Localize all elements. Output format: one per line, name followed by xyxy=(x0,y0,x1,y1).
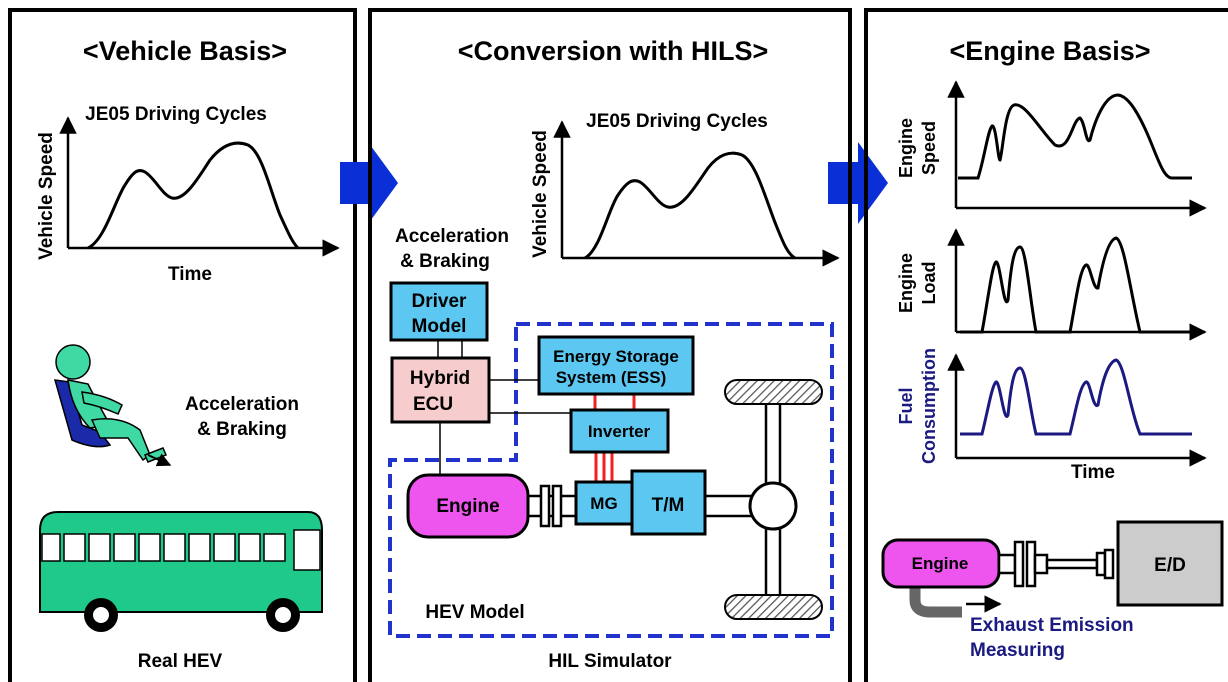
signal-wires xyxy=(437,340,571,475)
driver-label-line1: Acceleration xyxy=(185,394,299,415)
engine-label: Engine xyxy=(436,496,499,517)
y-label-line1: Engine xyxy=(896,253,916,313)
hybrid-ecu-box xyxy=(390,356,491,424)
hybrid-ecu-line1: Hybrid xyxy=(410,368,470,389)
panel-vehicle-basis: <Vehicle Basis> JE05 Driving Cycles Vehi… xyxy=(8,8,357,682)
hybrid-ecu-line2: ECU xyxy=(413,394,453,415)
exhaust-pipe xyxy=(909,587,962,618)
y-axis-label: Vehicle Speed xyxy=(36,132,57,260)
fuel-trace xyxy=(960,358,1192,436)
arrow-right-icon xyxy=(828,142,888,224)
engine-dynamometer-box xyxy=(1116,520,1224,607)
bus-label: Real HEV xyxy=(138,651,223,672)
vehicle-speed-chart: JE05 Driving Cycles Vehicle Speed Time xyxy=(36,104,340,285)
chart-title: JE05 Driving Cycles xyxy=(586,111,768,132)
panel-frame xyxy=(8,8,357,682)
hils-speed-chart: JE05 Driving Cycles Vehicle Speed xyxy=(530,111,840,267)
engine-dyno-setup: Engine E/D Exhaust Emission Measuring xyxy=(881,520,1224,661)
ess-line2: System (ESS) xyxy=(556,368,667,387)
driver-model-line2: Model xyxy=(412,316,467,337)
transmission-label: T/M xyxy=(652,495,685,516)
ed-label: E/D xyxy=(1154,555,1186,576)
driver-model-box xyxy=(389,281,489,342)
engine-label: Engine xyxy=(912,554,969,573)
exhaust-label-line2: Measuring xyxy=(970,640,1065,661)
panel-hils: <Conversion with HILS> JE05 Driving Cycl… xyxy=(368,8,852,682)
y-label-line2: Speed xyxy=(919,121,939,175)
inverter-box xyxy=(569,408,670,454)
mg-label: MG xyxy=(590,494,617,513)
chart-title: JE05 Driving Cycles xyxy=(85,104,267,125)
fuel-consumption-chart: Fuel Consumption Time xyxy=(896,348,1207,483)
panel-title: <Engine Basis> xyxy=(949,36,1150,66)
hev-model-label: HEV Model xyxy=(425,602,524,623)
panel-frame xyxy=(864,8,1228,682)
speed-curve xyxy=(584,151,796,260)
driver-figure xyxy=(53,344,172,467)
load-trace xyxy=(960,236,1190,334)
wheel-icon xyxy=(724,379,823,405)
speed-trace xyxy=(958,93,1192,180)
y-label-line2: Load xyxy=(919,262,939,305)
hev-model-boundary xyxy=(388,322,834,638)
differential-icon xyxy=(748,481,798,531)
panel-title: <Vehicle Basis> xyxy=(83,36,287,66)
y-label-line1: Engine xyxy=(896,118,916,178)
input-label-line1: Acceleration xyxy=(395,226,509,247)
ess-box xyxy=(537,335,695,396)
input-label-line2: & Braking xyxy=(400,251,490,272)
bus-icon xyxy=(39,511,323,632)
x-axis-label: Time xyxy=(168,264,212,285)
driver-label-line2: & Braking xyxy=(197,419,287,440)
driver-model-line1: Driver xyxy=(412,291,468,312)
y-label-line1: Fuel xyxy=(896,387,916,424)
panel-footer: HIL Simulator xyxy=(548,651,672,672)
engine-speed-chart: Engine Speed xyxy=(896,80,1207,217)
engine-box xyxy=(406,473,530,539)
x-axis-label: Time xyxy=(1071,462,1115,483)
engine-load-chart: Engine Load xyxy=(896,228,1207,341)
y-axis-label: Vehicle Speed xyxy=(530,130,551,258)
transmission-box xyxy=(630,469,707,536)
clutch-icon xyxy=(539,484,563,528)
coupling-icon xyxy=(997,540,1115,588)
panel-title: <Conversion with HILS> xyxy=(458,36,769,66)
speed-curve xyxy=(87,141,300,250)
drive-shafts xyxy=(528,400,782,595)
ess-line1: Energy Storage xyxy=(553,347,679,366)
panel-engine-basis: <Engine Basis> Engine Speed Engine Load … xyxy=(864,8,1228,682)
inverter-label: Inverter xyxy=(588,422,651,441)
exhaust-label-line1: Exhaust Emission xyxy=(970,615,1134,636)
wheel-icon xyxy=(724,594,823,620)
y-label-line2: Consumption xyxy=(919,348,939,464)
panel-frame xyxy=(368,8,852,682)
power-lines xyxy=(593,394,636,482)
